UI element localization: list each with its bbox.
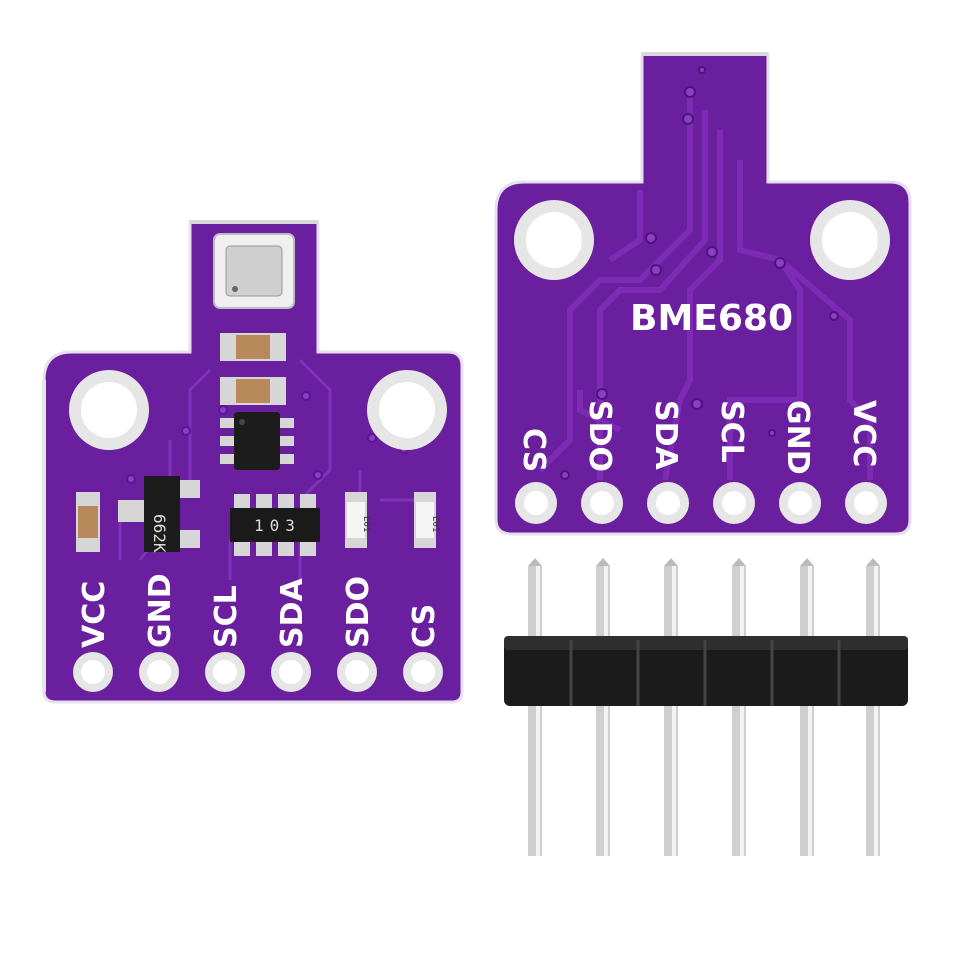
- small-part-1-label: E01: [361, 516, 371, 532]
- back-mounting-hole-left: [514, 200, 594, 280]
- front-pin-pad: [139, 652, 179, 692]
- front-pin-label: GND: [143, 573, 178, 648]
- back-pin-pad: [845, 482, 887, 524]
- header-pin: [866, 558, 880, 856]
- back-pin-pad: [713, 482, 755, 524]
- back-pin-label: CS: [516, 428, 551, 472]
- front-mounting-hole-left: [69, 370, 149, 450]
- sensor-chip-icon: [213, 233, 295, 309]
- back-pin-label: SDA: [648, 400, 683, 471]
- small-part-2: E01: [414, 492, 440, 548]
- front-pin-pads: [73, 652, 443, 692]
- front-pin-label: SCL: [209, 585, 244, 648]
- back-pin-pad: [647, 482, 689, 524]
- small-part-2-label: E01: [430, 516, 440, 532]
- front-pin-pad: [403, 652, 443, 692]
- front-pin-pad: [337, 652, 377, 692]
- front-mounting-hole-right: [367, 370, 447, 450]
- back-board: BME680 CS SDO SDA SCL GND VCC: [494, 52, 912, 536]
- back-pin-pads: [515, 482, 887, 524]
- back-pin-pad: [515, 482, 557, 524]
- header-pin: [664, 558, 678, 856]
- small-part-1: E01: [345, 492, 371, 548]
- voltage-regulator-chip: 662K: [118, 476, 200, 553]
- front-pin-pad: [205, 652, 245, 692]
- capacitor-1: [220, 333, 286, 361]
- back-pin-label: SDO: [582, 400, 617, 472]
- front-pin-pad: [73, 652, 113, 692]
- front-pin-label: VCC: [77, 581, 112, 648]
- front-pin-pad: [271, 652, 311, 692]
- front-pin-label: SDO: [341, 576, 376, 648]
- header-pin: [596, 558, 610, 856]
- front-pin-label: SDA: [275, 577, 310, 648]
- header-pins: [528, 558, 880, 856]
- back-vias: [560, 66, 839, 480]
- back-pin-pad: [779, 482, 821, 524]
- header-pin: [528, 558, 542, 856]
- back-pin-pad: [581, 482, 623, 524]
- back-pin-label: VCC: [846, 400, 881, 467]
- back-traces: [537, 90, 873, 481]
- back-mounting-hole-right: [810, 200, 890, 280]
- front-pin-labels: VCC GND SCL SDA SDO CS: [77, 573, 442, 648]
- back-pin-label: GND: [780, 400, 815, 475]
- capacitor-2: [220, 377, 286, 405]
- header-pin: [800, 558, 814, 856]
- back-pin-label: SCL: [714, 400, 749, 463]
- resistor-vertical: [76, 492, 100, 552]
- header-housing: [504, 636, 908, 706]
- board-title: BME680: [630, 298, 793, 339]
- header-pin: [732, 558, 746, 856]
- resistor-network: 103: [230, 494, 320, 556]
- front-pin-label: CS: [407, 604, 442, 648]
- level-shifter-chip: [220, 412, 294, 470]
- pin-header: [504, 558, 908, 856]
- front-board: 662K 103 E01 E01: [42, 220, 464, 704]
- back-pin-labels: CS SDO SDA SCL GND VCC: [516, 400, 881, 475]
- regulator-label: 662K: [150, 514, 169, 553]
- resistor-network-label: 103: [254, 516, 301, 535]
